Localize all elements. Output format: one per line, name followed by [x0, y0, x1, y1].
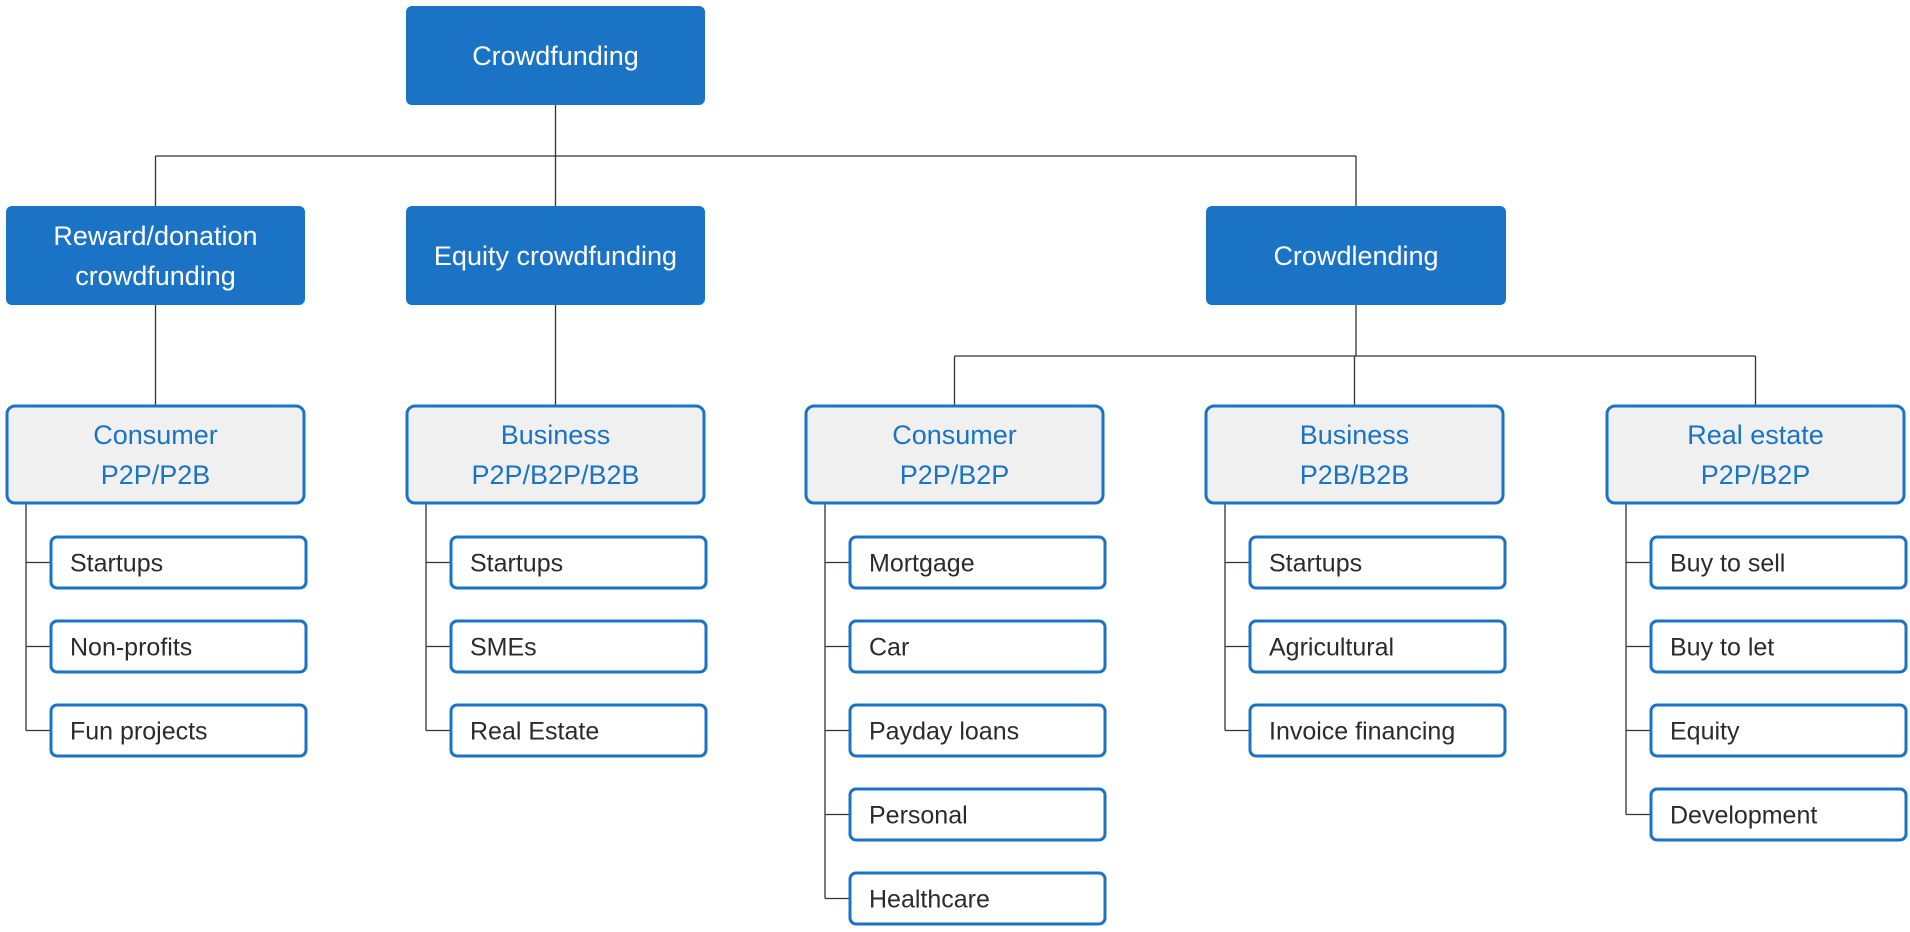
subcategory-business-p2b-b2b-crowdlending-item-invoice-financing-shape	[1248, 703, 1507, 758]
subcategory-consumer-p2p-p2b-1-label: P2P/P2B	[101, 460, 211, 490]
category-node-equity-crowdfunding: Equity crowdfunding	[406, 206, 705, 305]
subcategory-consumer-p2p-b2p-crowdlending-item-car-label: Car	[869, 633, 909, 661]
category-node-equity-crowdfunding-shape	[406, 206, 705, 305]
subcategory-consumer-p2p-b2p-crowdlending-item-personal: Personal	[848, 787, 1107, 842]
subcategory-real-estate-p2p-b2p-crowdlending-item-buy-to-sell: Buy to sell	[1649, 535, 1908, 590]
root-node-crowdfunding: Crowdfunding	[406, 6, 705, 105]
subcategory-consumer-p2p-b2p-crowdlending-item-personal-shape	[848, 787, 1107, 842]
subcategory-business-p2b-b2b-crowdlending-label: Business	[1300, 420, 1410, 450]
subcategory-business-p2p-b2p-b2b-2-item-smes-label: SMEs	[470, 633, 537, 661]
subcategory-business-p2p-b2p-b2b-2-item-startups-shape	[449, 535, 708, 590]
subcategory-real-estate-p2p-b2p-crowdlending-item-buy-to-sell-label: Buy to sell	[1670, 549, 1785, 577]
subcategory-business-p2b-b2b-crowdlending-item-invoice-financing-label: Invoice financing	[1269, 717, 1455, 745]
subcategory-real-estate-p2p-b2p-crowdlending-item-equity-shape	[1649, 703, 1908, 758]
subcategory-business-p2b-b2b-crowdlending-item-startups-shape	[1248, 535, 1507, 590]
subcategory-consumer-p2p-b2p-crowdlending-item-personal-label: Personal	[869, 801, 968, 829]
subcategory-real-estate-p2p-b2p-crowdlending-shape	[1605, 404, 1906, 505]
subcategory-consumer-p2p-p2b-1-item-non-profits-label: Non-profits	[70, 633, 192, 661]
subcategory-real-estate-p2p-b2p-crowdlending-item-buy-to-let-shape	[1649, 619, 1908, 674]
subcategory-consumer-p2p-b2p-crowdlending-item-mortgage-shape	[848, 535, 1107, 590]
subcategory-consumer-p2p-p2b-1-item-fun-projects-shape	[49, 703, 308, 758]
subcategory-consumer-p2p-p2b-1-item-fun-projects-label: Fun projects	[70, 717, 208, 745]
diagram-nodes: CrowdfundingReward/donationcrowdfundingE…	[5, 6, 1908, 926]
subcategory-business-p2p-b2p-b2b-2-item-smes: SMEs	[449, 619, 708, 674]
subcategory-consumer-p2p-b2p-crowdlending-shape	[804, 404, 1105, 505]
subcategory-real-estate-p2p-b2p-crowdlending-item-buy-to-let: Buy to let	[1649, 619, 1908, 674]
subcategory-business-p2p-b2p-b2b-2-item-startups: Startups	[449, 535, 708, 590]
subcategory-consumer-p2p-p2b-1-item-non-profits: Non-profits	[49, 619, 308, 674]
root-node-crowdfunding-shape	[406, 6, 705, 105]
subcategory-consumer-p2p-p2b-1-item-fun-projects: Fun projects	[49, 703, 308, 758]
subcategory-consumer-p2p-b2p-crowdlending-item-healthcare: Healthcare	[848, 871, 1107, 926]
subcategory-business-p2b-b2b-crowdlending-item-invoice-financing: Invoice financing	[1248, 703, 1507, 758]
category-node-reward-donation-crowdfunding-label: crowdfunding	[75, 261, 236, 291]
category-node-crowdlending-label: Crowdlending	[1273, 241, 1438, 271]
subcategory-consumer-p2p-p2b-1-item-startups-shape	[49, 535, 308, 590]
subcategory-consumer-p2p-b2p-crowdlending-item-car-shape	[848, 619, 1107, 674]
subcategory-business-p2p-b2p-b2b-2-item-startups-label: Startups	[470, 549, 563, 577]
subcategory-business-p2b-b2b-crowdlending-item-startups: Startups	[1248, 535, 1507, 590]
subcategory-real-estate-p2p-b2p-crowdlending-label: Real estate	[1687, 420, 1824, 450]
subcategory-business-p2p-b2p-b2b-2-item-real-estate-label: Real Estate	[470, 717, 599, 745]
subcategory-consumer-p2p-b2p-crowdlending-label: P2P/B2P	[900, 460, 1010, 490]
subcategory-real-estate-p2p-b2p-crowdlending-item-buy-to-sell-shape	[1649, 535, 1908, 590]
subcategory-business-p2b-b2b-crowdlending-shape	[1204, 404, 1505, 505]
subcategory-consumer-p2p-p2b-1-item-startups-label: Startups	[70, 549, 163, 577]
subcategory-consumer-p2p-p2b-1-label: Consumer	[93, 420, 218, 450]
subcategory-business-p2p-b2p-b2b-2-label: Business	[501, 420, 611, 450]
subcategory-business-p2p-b2p-b2b-2-item-smes-shape	[449, 619, 708, 674]
subcategory-business-p2b-b2b-crowdlending-label: P2B/B2B	[1300, 460, 1410, 490]
subcategory-business-p2b-b2b-crowdlending-item-agricultural: Agricultural	[1248, 619, 1507, 674]
subcategory-business-p2b-b2b-crowdlending-item-startups-label: Startups	[1269, 549, 1362, 577]
category-node-crowdlending-shape	[1206, 206, 1506, 305]
subcategory-consumer-p2p-b2p-crowdlending-item-mortgage-label: Mortgage	[869, 549, 975, 577]
category-node-reward-donation-crowdfunding-shape	[6, 206, 305, 305]
subcategory-business-p2p-b2p-b2b-2-label: P2P/B2P/B2B	[471, 460, 639, 490]
subcategory-consumer-p2p-b2p-crowdlending-item-healthcare-shape	[848, 871, 1107, 926]
subcategory-consumer-p2p-p2b-1-shape	[5, 404, 306, 505]
subcategory-consumer-p2p-b2p-crowdlending-item-car: Car	[848, 619, 1107, 674]
category-node-equity-crowdfunding-label: Equity crowdfunding	[434, 241, 677, 271]
subcategory-business-p2p-b2p-b2b-2-item-real-estate-shape	[449, 703, 708, 758]
subcategory-real-estate-p2p-b2p-crowdlending-item-development-shape	[1649, 787, 1908, 842]
root-node-crowdfunding-label: Crowdfunding	[472, 41, 639, 71]
connector-lines	[25, 105, 1757, 900]
subcategory-consumer-p2p-b2p-crowdlending-item-payday-loans-shape	[848, 703, 1107, 758]
subcategory-consumer-p2p-p2b-1-item-non-profits-shape	[49, 619, 308, 674]
subcategory-real-estate-p2p-b2p-crowdlending-item-equity: Equity	[1649, 703, 1908, 758]
category-node-reward-donation-crowdfunding-label: Reward/donation	[53, 221, 257, 251]
subcategory-consumer-p2p-b2p-crowdlending-item-healthcare-label: Healthcare	[869, 885, 990, 913]
subcategory-consumer-p2p-b2p-crowdlending-item-payday-loans: Payday loans	[848, 703, 1107, 758]
subcategory-real-estate-p2p-b2p-crowdlending-item-buy-to-let-label: Buy to let	[1670, 633, 1774, 661]
subcategory-consumer-p2p-p2b-1-item-startups: Startups	[49, 535, 308, 590]
subcategory-real-estate-p2p-b2p-crowdlending-item-development-label: Development	[1670, 801, 1817, 829]
category-node-reward-donation-crowdfunding: Reward/donation crowdfunding	[6, 206, 305, 305]
subcategory-business-p2p-b2p-b2b-2-shape	[405, 404, 706, 505]
subcategory-consumer-p2p-b2p-crowdlending-item-mortgage: Mortgage	[848, 535, 1107, 590]
subcategory-business-p2b-b2b-crowdlending-item-agricultural-label: Agricultural	[1269, 633, 1394, 661]
subcategory-business-p2b-b2b-crowdlending-item-agricultural-shape	[1248, 619, 1507, 674]
subcategory-real-estate-p2p-b2p-crowdlending-item-development: Development	[1649, 787, 1908, 842]
subcategory-consumer-p2p-b2p-crowdlending-item-payday-loans-label: Payday loans	[869, 717, 1019, 745]
subcategory-business-p2p-b2p-b2b-2-item-real-estate: Real Estate	[449, 703, 708, 758]
category-node-crowdlending: Crowdlending	[1206, 206, 1506, 305]
subcategory-consumer-p2p-b2p-crowdlending-label: Consumer	[892, 420, 1017, 450]
subcategory-real-estate-p2p-b2p-crowdlending-label: P2P/B2P	[1701, 460, 1811, 490]
subcategory-real-estate-p2p-b2p-crowdlending-item-equity-label: Equity	[1670, 717, 1740, 745]
